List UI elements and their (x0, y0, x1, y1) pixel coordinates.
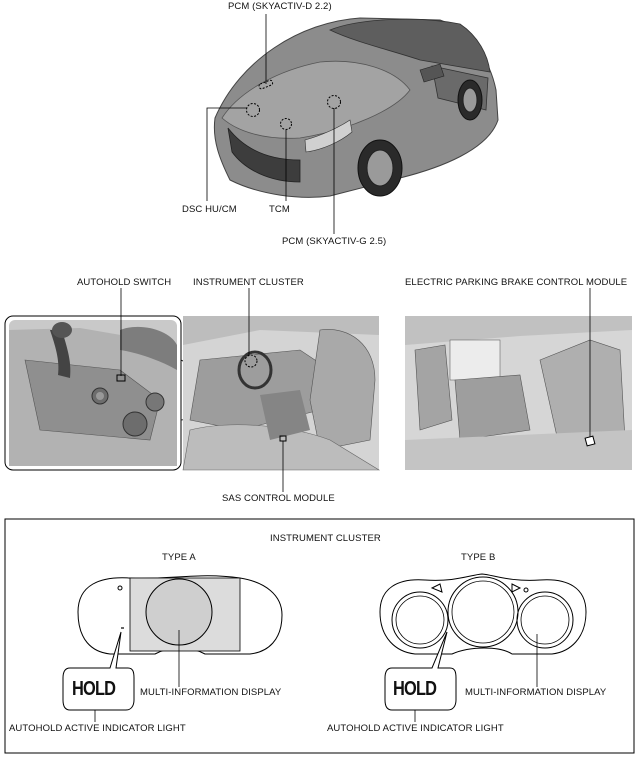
type-a-label: TYPE A (162, 552, 196, 563)
type-b-label: TYPE B (461, 552, 496, 563)
type-b-hold-indicator-text: HOLD (393, 678, 437, 700)
car-exterior-illustration (206, 14, 499, 234)
console-inset-illustration (4, 315, 182, 471)
rear-cabin-illustration (405, 288, 632, 470)
pcm-diesel-label: PCM (SKYACTIV-D 2.2) (228, 1, 332, 12)
sas-control-module-label: SAS CONTROL MODULE (222, 493, 335, 504)
tcm-label: TCM (269, 204, 290, 215)
type-b-cluster (379, 573, 587, 722)
type-a-multi-info-display-label: MULTI-INFORMATION DISPLAY (140, 687, 282, 698)
type-b-autohold-indicator-label: AUTOHOLD ACTIVE INDICATOR LIGHT (327, 723, 504, 734)
panel-title: INSTRUMENT CLUSTER (270, 533, 381, 544)
type-a-autohold-indicator-label: AUTOHOLD ACTIVE INDICATOR LIGHT (9, 723, 186, 734)
autohold-switch-label: AUTOHOLD SWITCH (77, 277, 172, 288)
type-a-hold-indicator-text: HOLD (72, 678, 116, 700)
cabin-illustration (182, 288, 381, 492)
instrument-cluster-label: INSTRUMENT CLUSTER (193, 277, 304, 288)
type-a-cluster (62, 575, 283, 722)
type-b-multi-info-display-label: MULTI-INFORMATION DISPLAY (465, 687, 607, 698)
dsc-label: DSC HU/CM (182, 204, 237, 215)
pcm-gasoline-label: PCM (SKYACTIV-G 2.5) (282, 236, 387, 247)
epb-control-module-label: ELECTRIC PARKING BRAKE CONTROL MODULE (405, 277, 628, 288)
